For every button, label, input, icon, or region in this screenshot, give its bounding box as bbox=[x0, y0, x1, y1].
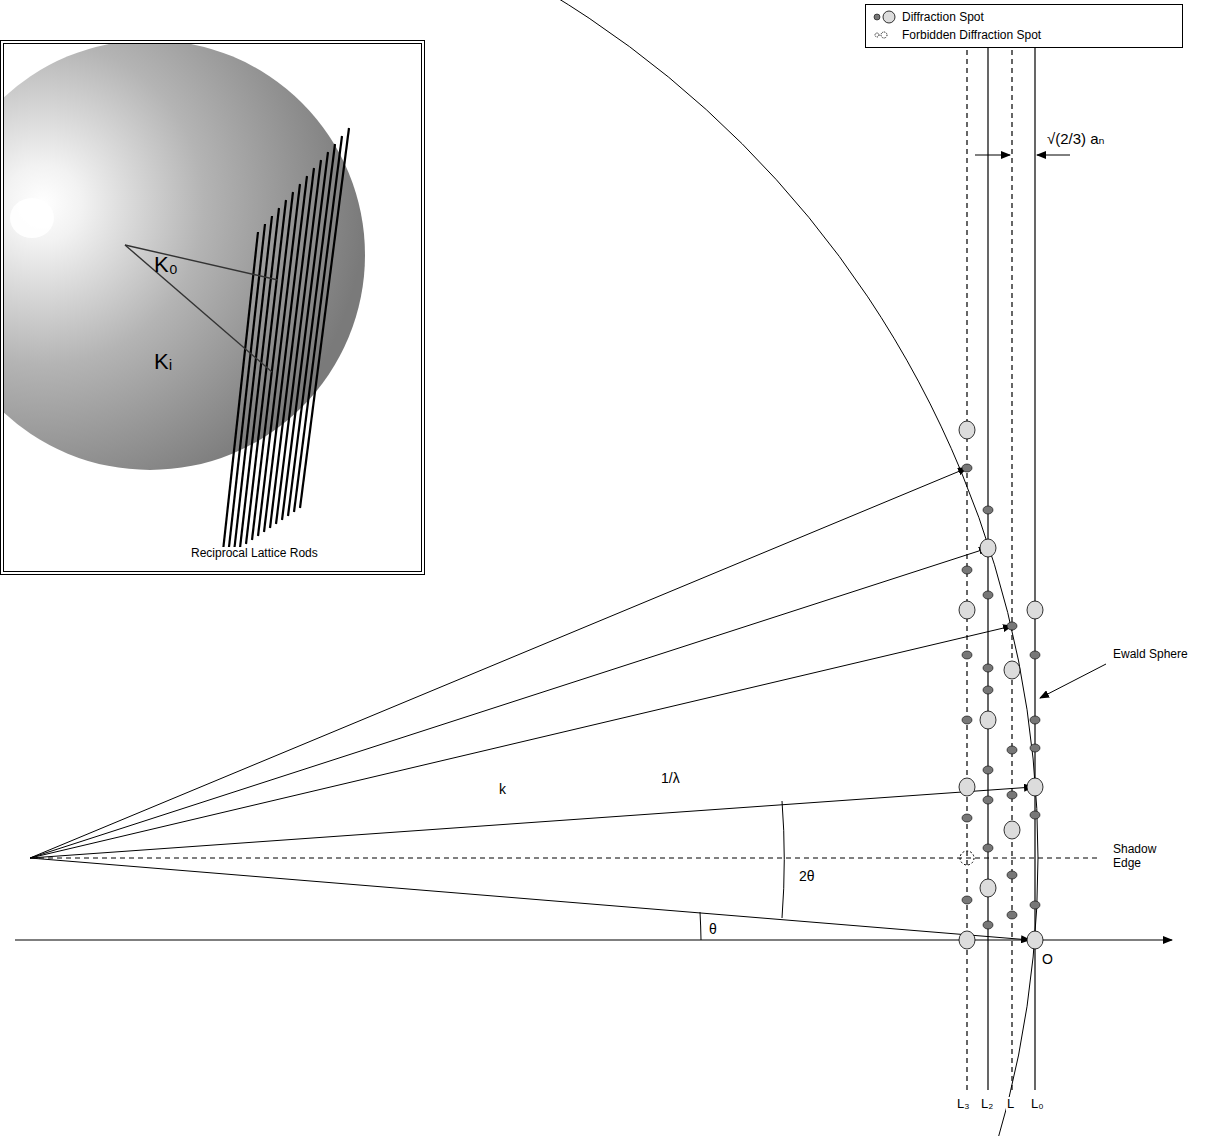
diffraction-spot bbox=[1030, 716, 1040, 724]
legend: Diffraction SpotForbidden Diffraction Sp… bbox=[865, 4, 1183, 48]
rod-label: L bbox=[1006, 1097, 1015, 1112]
diffraction-spot bbox=[1027, 931, 1043, 949]
diffraction-spot bbox=[983, 844, 993, 852]
wave-vector bbox=[30, 548, 988, 858]
legend-text: Forbidden Diffraction Spot bbox=[902, 28, 1041, 42]
diffraction-spot bbox=[962, 814, 972, 822]
legend-text: Diffraction Spot bbox=[902, 10, 984, 24]
diffraction-spot bbox=[1030, 811, 1040, 819]
diffraction-spot bbox=[1007, 622, 1017, 630]
diffraction-spot bbox=[983, 506, 993, 514]
diffraction-spot bbox=[959, 778, 975, 796]
wave-vector bbox=[30, 787, 1033, 858]
origin-label: O bbox=[1041, 951, 1054, 967]
diffraction-spot bbox=[1027, 778, 1043, 796]
diffraction-spot bbox=[962, 716, 972, 724]
angle-label: θ bbox=[708, 921, 718, 937]
vector-label: K₀ bbox=[154, 252, 178, 277]
diffraction-spot bbox=[980, 879, 996, 897]
diffraction-spot bbox=[1007, 746, 1017, 754]
vector-label: k bbox=[498, 781, 507, 797]
lattice-rod bbox=[1034, 6, 1035, 1090]
rod-label: L₃ bbox=[956, 1097, 971, 1112]
diffraction-spot bbox=[983, 591, 993, 599]
dimension-label: √(2/3) aₙ bbox=[1046, 130, 1106, 147]
diffraction-spot bbox=[959, 421, 975, 439]
diffraction-spot bbox=[980, 711, 996, 729]
rod-label: L₂ bbox=[980, 1097, 994, 1112]
inset-caption: Reciprocal Lattice Rods bbox=[189, 547, 320, 561]
vector-label: Kᵢ bbox=[154, 349, 172, 374]
diffraction-spot bbox=[980, 539, 996, 557]
callout-label: Shadow Edge bbox=[1112, 843, 1166, 871]
diffraction-spot bbox=[962, 566, 972, 574]
angle-label: 2θ bbox=[798, 868, 816, 884]
diffraction-spot bbox=[1007, 871, 1017, 879]
diffraction-spot bbox=[1030, 744, 1040, 752]
diffraction-spot bbox=[983, 664, 993, 672]
diffraction-spot bbox=[959, 601, 975, 619]
diffraction-spot bbox=[962, 464, 972, 472]
diffraction-spot bbox=[1007, 911, 1017, 919]
diffraction-spot bbox=[1030, 651, 1040, 659]
vector-label: 1/λ bbox=[660, 770, 681, 786]
legend-sample bbox=[872, 9, 902, 25]
diffraction-spot bbox=[983, 796, 993, 804]
legend-sample bbox=[872, 27, 902, 43]
inset-box: K₀ KᵢReciprocal Lattice Rods bbox=[0, 40, 425, 575]
diffraction-spot bbox=[983, 921, 993, 929]
diffraction-spot bbox=[1030, 901, 1040, 909]
diffraction-spot bbox=[1027, 601, 1043, 619]
diffraction-spot bbox=[959, 931, 975, 949]
diffraction-spot bbox=[962, 896, 972, 904]
callout-label: Ewald Sphere bbox=[1112, 648, 1189, 662]
lattice-rod bbox=[1011, 6, 1012, 1090]
wave-vector bbox=[30, 858, 1030, 940]
diffraction-spot bbox=[1004, 661, 1020, 679]
rod-label: L₀ bbox=[1030, 1097, 1045, 1112]
diffraction-spot bbox=[962, 651, 972, 659]
lattice-rod bbox=[966, 6, 967, 1090]
diffraction-spot bbox=[983, 686, 993, 694]
diffraction-spot bbox=[1004, 821, 1020, 839]
diffraction-spot bbox=[1007, 791, 1017, 799]
diffraction-spot bbox=[983, 766, 993, 774]
forbidden-spot bbox=[960, 851, 974, 865]
